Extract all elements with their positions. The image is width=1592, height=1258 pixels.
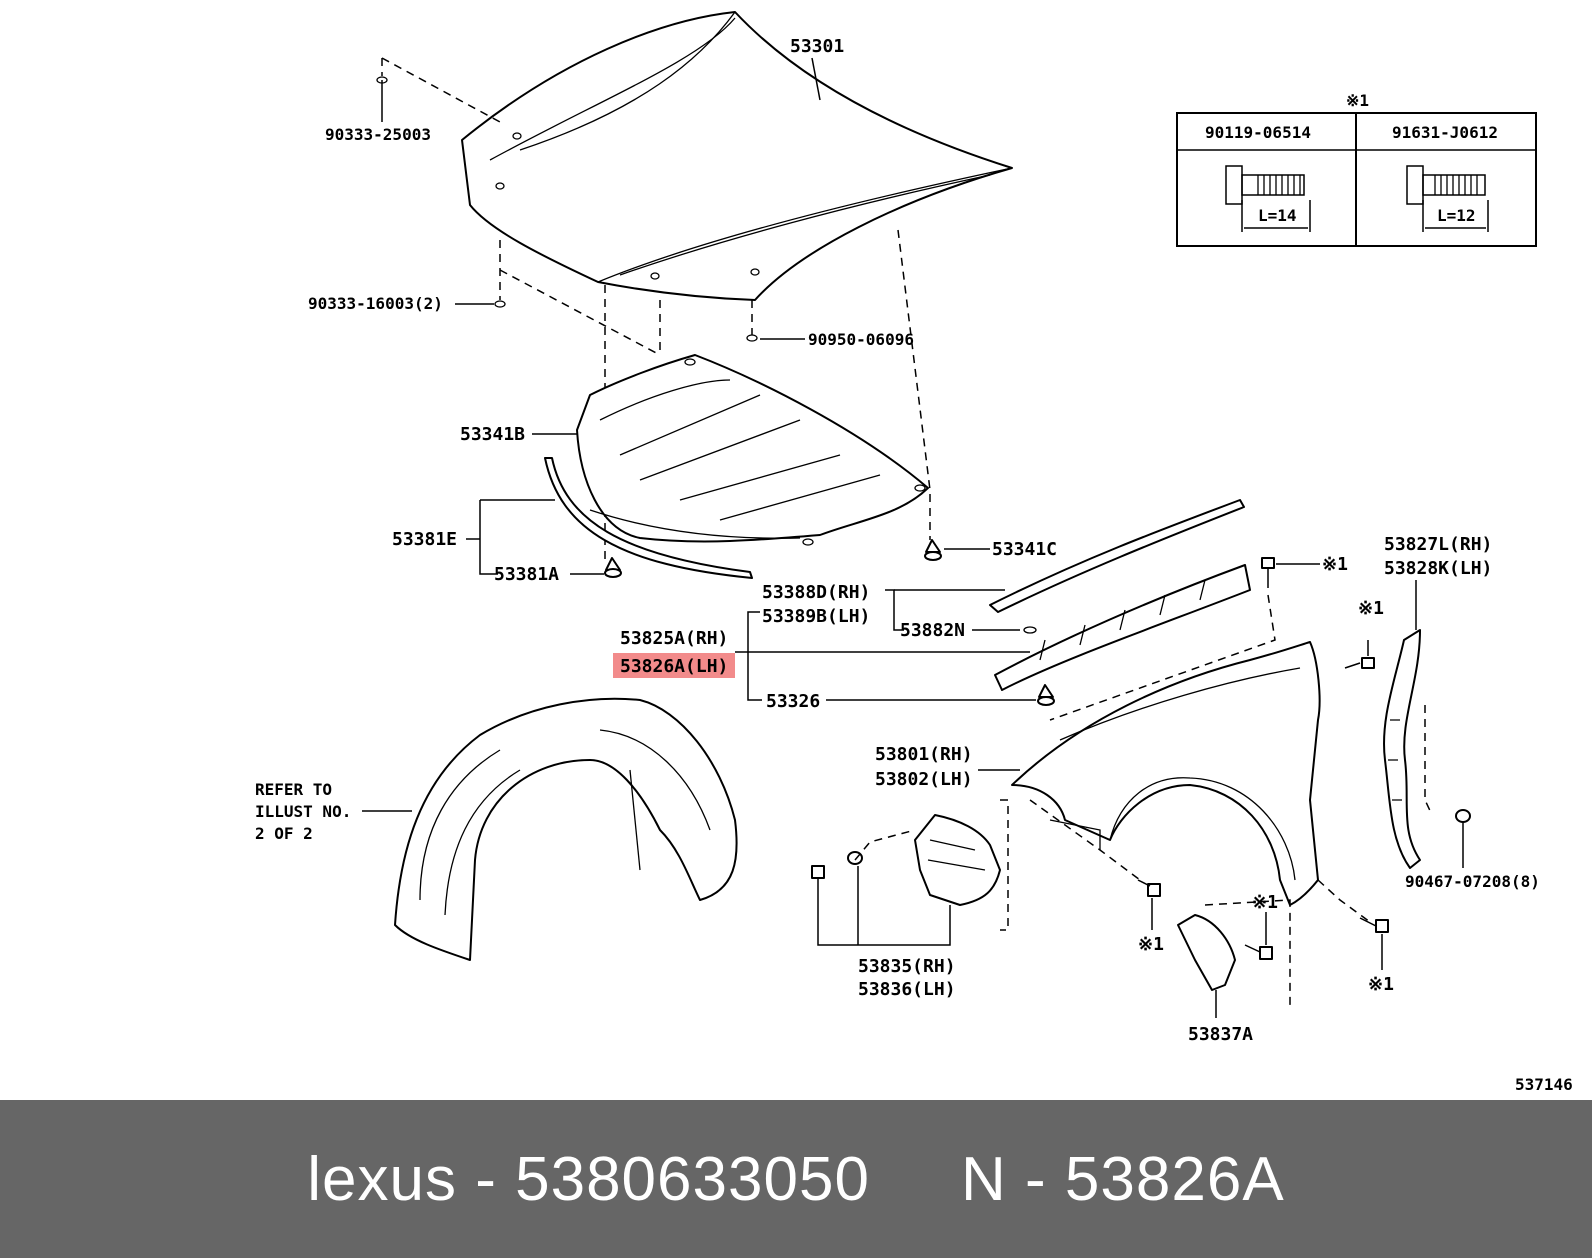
note-lower-brace-bolt: ※1	[1252, 892, 1278, 913]
label-cushion: 90333-16003(2)	[308, 294, 443, 313]
bolt-table-length-2: L=12	[1437, 206, 1476, 225]
brace-part	[914, 814, 1001, 906]
footer-bar: lexus - 5380633050 N - 53826A	[0, 1100, 1592, 1258]
label-bolt-top: 90333-25003	[325, 125, 431, 144]
label-seal-lh: 53389B(LH)	[762, 606, 870, 627]
hood-part	[461, 11, 1013, 301]
label-fender-lh: 53802(LH)	[875, 769, 973, 790]
label-brace-rh: 53835(RH)	[858, 956, 956, 977]
clip-insulator-part	[924, 539, 942, 561]
label-clip-seal: 53882N	[900, 620, 965, 641]
bolt-icon-1	[1225, 165, 1311, 232]
label-hood: 53301	[790, 36, 844, 57]
fender-bolt-lower	[1359, 917, 1389, 933]
seal-clip-part	[604, 557, 622, 578]
label-bracket-rh: 53825A(RH)	[620, 628, 728, 649]
label-refer-2: ILLUST NO.	[255, 802, 351, 821]
label-clip-bracket: 53326	[766, 691, 820, 712]
parts-diagram: 53301 90333-25003 90333-16003(2) 90950-0…	[255, 11, 1573, 1094]
label-fender-rh: 53801(RH)	[875, 744, 973, 765]
fender-bolt-mid	[1137, 879, 1161, 897]
fender-part	[1011, 641, 1321, 906]
bolt-table: ※1 90119-06514 91631-J0612 L=14 L=12	[1176, 91, 1537, 247]
cushion-part	[494, 300, 506, 308]
bolt-table-part-1: 90119-06514	[1205, 123, 1311, 142]
fender-liner-part	[394, 697, 738, 961]
label-brace-lh: 53836(LH)	[858, 979, 956, 1000]
clip-bracket-part	[1037, 684, 1055, 706]
parts-diagram-svg: 53301 90333-25003 90333-16003(2) 90950-0…	[255, 11, 1573, 1094]
label-fender-seal-rh: 53827L(RH)	[1384, 534, 1492, 555]
note-bracket-bolt: ※1	[1322, 554, 1348, 575]
note-fender-mid-bolt: ※1	[1138, 934, 1164, 955]
label-clip-insulator: 53341C	[992, 539, 1057, 560]
note-fender-lower-bolt: ※1	[1368, 974, 1394, 995]
lower-brace-bolt	[1244, 944, 1273, 960]
label-seal-clip: 53381A	[494, 564, 559, 585]
label-insulator: 53341B	[460, 424, 525, 445]
label-refer-1: REFER TO	[255, 780, 332, 799]
brace-bolt	[811, 865, 825, 900]
screw-fender-part	[1455, 809, 1471, 823]
diagram-id: 537146	[1515, 1075, 1573, 1094]
bolt-table-part-2: 91631-J0612	[1392, 123, 1498, 142]
insulator-part	[576, 354, 929, 546]
fender-seal-part	[1383, 629, 1421, 869]
bracket-bolt-part	[1261, 557, 1275, 588]
clip-seal-part	[1023, 626, 1037, 634]
highlight-box	[613, 653, 735, 678]
fender-seal-strip-part	[989, 499, 1245, 613]
bolt-table-note: ※1	[1346, 91, 1369, 110]
bolt-table-length-1: L=14	[1258, 206, 1297, 225]
label-fender-seal-lh: 53828K(LH)	[1384, 558, 1492, 579]
note-fender-bolt: ※1	[1358, 598, 1384, 619]
footer-title: lexus - 5380633050 N - 53826A	[307, 1144, 1285, 1214]
clip-hood-part	[746, 334, 758, 342]
label-seal-rh: 53388D(RH)	[762, 582, 870, 603]
label-lower-brace: 53837A	[1188, 1024, 1253, 1045]
seal-strip-part	[544, 457, 753, 579]
bolt-90333-25003	[376, 76, 388, 118]
lower-brace-part	[1177, 914, 1236, 991]
label-clip-hood: 90950-06096	[808, 330, 914, 349]
label-seal-set: 53381E	[392, 529, 457, 550]
bolt-icon-2	[1406, 165, 1489, 232]
bracket-part	[994, 564, 1251, 691]
label-bracket-lh: 53826A(LH)	[620, 656, 728, 677]
label-screw-fender: 90467-07208(8)	[1405, 872, 1540, 891]
label-refer-3: 2 OF 2	[255, 824, 313, 843]
fender-bolt-top	[1344, 640, 1375, 669]
